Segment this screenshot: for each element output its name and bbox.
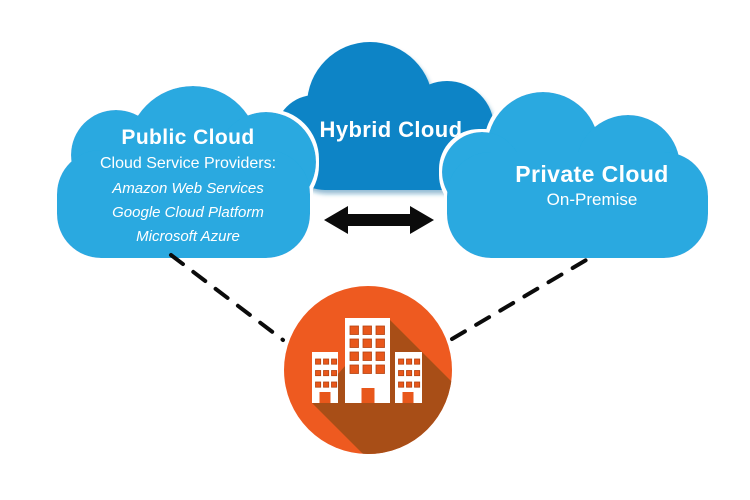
buildings-icon xyxy=(312,318,422,403)
hybrid-cloud-label-group: Hybrid Cloud xyxy=(291,118,491,141)
provider-aws: Amazon Web Services xyxy=(112,180,264,197)
public-cloud-subtitle: Cloud Service Providers: xyxy=(99,155,277,172)
private-cloud-icon xyxy=(442,92,708,258)
dashed-connector-right xyxy=(450,254,595,341)
provider-gcp: Google Cloud Platform xyxy=(112,204,264,221)
dashed-connector-left xyxy=(169,253,285,342)
provider-azure: Microsoft Azure xyxy=(136,228,240,245)
private-cloud-title: Private Cloud xyxy=(515,161,669,187)
public-cloud-title: Public Cloud xyxy=(121,126,255,149)
public-cloud-icon xyxy=(57,86,316,258)
double-headed-arrow-icon xyxy=(324,206,434,234)
hybrid-cloud-title: Hybrid Cloud xyxy=(319,117,463,142)
public-cloud-label-group: Public Cloud Cloud Service Providers: Am… xyxy=(58,126,318,245)
long-shadow xyxy=(312,318,452,454)
private-cloud-label-group: Private Cloud On-Premise xyxy=(462,163,722,209)
private-cloud-subtitle: On-Premise xyxy=(546,190,638,209)
